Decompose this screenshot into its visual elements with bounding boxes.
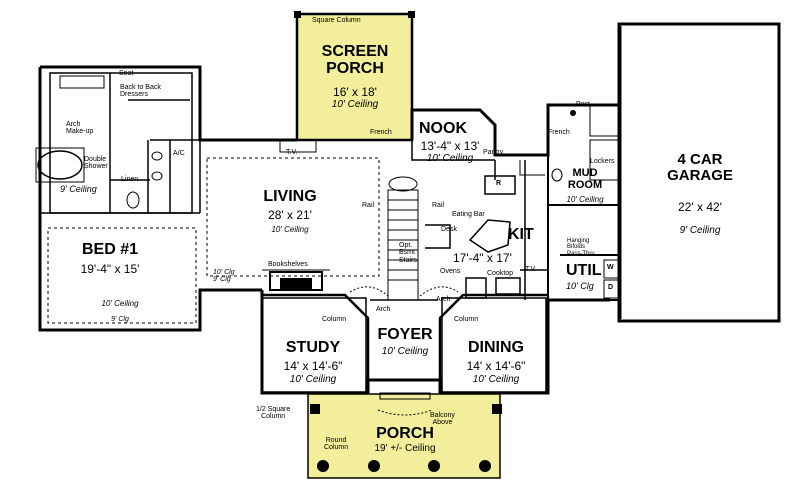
note-half-square-column: 1/2 Square Column: [256, 406, 291, 421]
room-size-garage: 22' x 42': [678, 200, 722, 214]
room-ceiling-garage: 9' Ceiling: [679, 225, 721, 236]
front-porch-floor: [307, 393, 501, 479]
room-ceiling-nook: 10' Ceiling: [426, 153, 474, 164]
note-seat: Seat: [119, 70, 134, 77]
note-cooktop: Cooktop: [487, 270, 514, 277]
kitchen-island: [468, 219, 511, 253]
room-size-dining: 14' x 14'-6": [466, 359, 526, 373]
note-dryer: D: [608, 284, 614, 291]
bathtub: [37, 150, 83, 180]
note-arch-right: Arch: [436, 296, 451, 303]
note-french-porch: French: [370, 129, 392, 136]
note-pantry: Pantry: [483, 149, 504, 156]
room-name-study: STUDY: [285, 339, 341, 356]
room-size-porch: 19' +/- Ceiling: [374, 443, 436, 454]
note-washer: W: [607, 264, 614, 271]
room-size-study: 14' x 14'-6": [283, 359, 343, 373]
room-name-dining: DINING: [468, 339, 524, 356]
note-double-shower: Double Shower: [84, 156, 108, 171]
note-tv-kit: T.V.: [525, 266, 537, 273]
room-ceiling-dining: 10' Ceiling: [472, 374, 520, 385]
room-ceiling-mud-room: 10' Ceiling: [566, 195, 604, 204]
note-eating-bar: Eating Bar: [452, 211, 485, 218]
note-column-right: Column: [454, 316, 479, 323]
room-size-screen-porch: 16' x 18': [333, 85, 377, 99]
room-name-garage: 4 CAR GARAGE: [667, 151, 733, 184]
note-back-to-back-dressers: Back to Back Dressers: [120, 84, 161, 99]
room-size-kit: 17'-4" x 17': [453, 251, 512, 265]
room-name-screen-porch: SCREEN PORCH: [321, 43, 389, 77]
note-ac: A/C: [173, 150, 185, 157]
room-ceiling-util: 10' Clg: [566, 281, 594, 291]
room-name-bed1: BED #1: [81, 241, 139, 258]
room-name-nook: NOOK: [419, 120, 467, 137]
note-round-column: Round Column: [324, 437, 349, 452]
note-ten-clg: 10' Clg 9' Clg: [213, 269, 235, 284]
note-linen: Linen: [121, 176, 139, 183]
note-french-garage: French: [548, 129, 570, 136]
note-arch-makeup: Arch Make-up: [66, 121, 94, 136]
room-ceiling-living: 10' Ceiling: [271, 225, 309, 234]
note-opt-bsmt-stairs: Opt. Bsmt Stairs: [399, 242, 417, 264]
note-rail-right: Rail: [432, 202, 445, 209]
room-name-living: LIVING: [263, 188, 317, 205]
note-refrigerator: R: [496, 180, 502, 187]
room-name-mud-room: MUD ROOM: [567, 167, 603, 191]
garage-outline: [617, 22, 781, 323]
note-square-column: Square Column: [312, 17, 361, 24]
room-size-bed1: 19'-4" x 15': [80, 262, 140, 276]
room-size-nook: 13'-4" x 13': [420, 139, 480, 153]
note-ovens: Ovens: [440, 268, 461, 275]
note-nine-ceiling-bath: 9' Ceiling: [60, 184, 97, 194]
note-rail-left: Rail: [362, 202, 375, 209]
note-tv-living: T.V.: [286, 149, 298, 156]
room-name-porch: PORCH: [376, 425, 434, 442]
room-ceiling-screen-porch: 10' Ceiling: [331, 99, 379, 110]
note-post: Post: [576, 101, 591, 108]
note-desk: Desk: [441, 226, 457, 233]
note-column-left: Column: [322, 316, 347, 323]
note-arch-left: Arch: [376, 306, 391, 313]
room-ceiling-bed1: 10' Ceiling: [101, 299, 139, 308]
room-name-kit: KIT: [508, 226, 534, 243]
room-size-living: 28' x 21': [268, 208, 312, 222]
screen-porch-floor: [295, 12, 414, 142]
note-bifolds: Hanging Bifolds Pass-Thru: [567, 238, 595, 257]
room-name-foyer: FOYER: [377, 326, 433, 343]
room-name-util: UTIL: [566, 262, 602, 279]
room-ceiling-study: 10' Ceiling: [289, 374, 337, 385]
note-nine-clg-bed: 9' Clg: [111, 316, 129, 323]
note-bookshelves: Bookshelves: [268, 261, 308, 268]
room-ceiling-foyer: 10' Ceiling: [381, 346, 429, 357]
note-lockers: Lockers: [590, 158, 615, 165]
note-balcony-above: Balcony Above: [430, 412, 455, 427]
